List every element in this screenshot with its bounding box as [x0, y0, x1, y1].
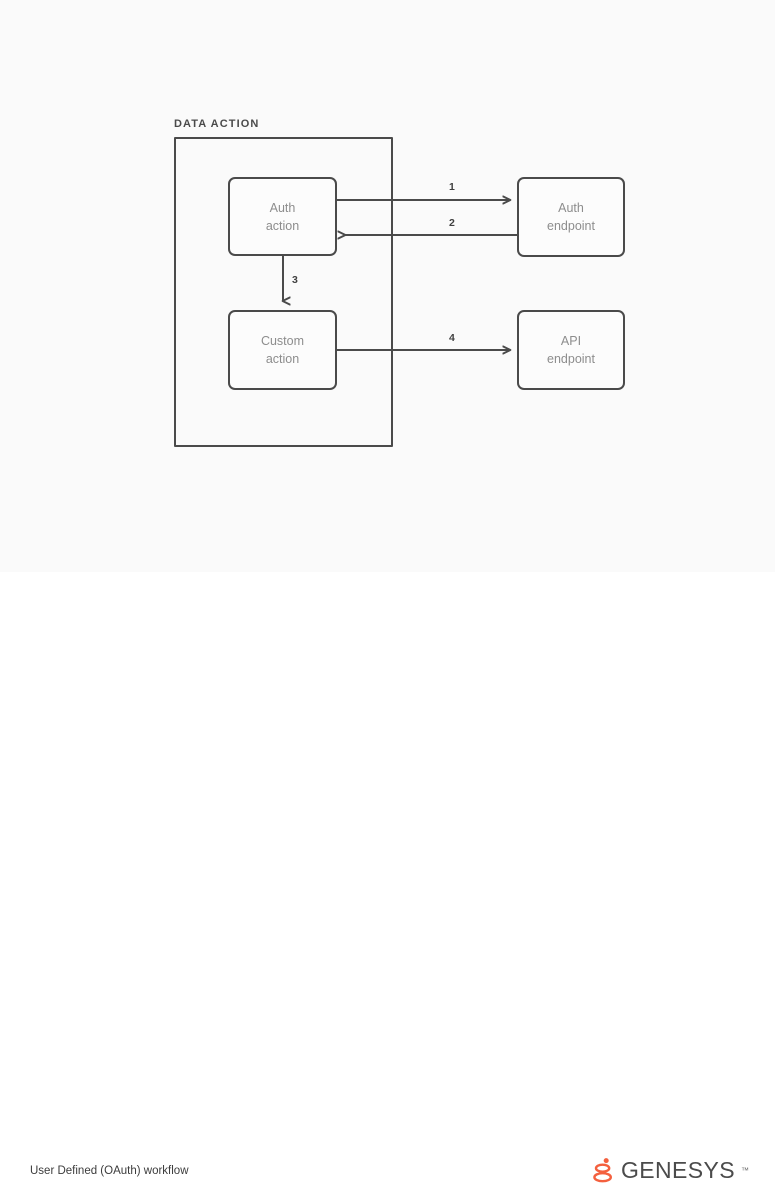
- node-auth-action[interactable]: Auth action: [228, 177, 337, 256]
- connector-4-label: 4: [449, 332, 455, 344]
- genesys-brand: GENESYS ™: [593, 1157, 749, 1183]
- node-custom-action[interactable]: Custom action: [228, 310, 337, 390]
- genesys-wordmark: GENESYS: [620, 1156, 735, 1183]
- data-action-group: [174, 137, 393, 447]
- node-auth-action-label: Auth action: [265, 200, 300, 233]
- footer-caption: User Defined (OAuth) workflow: [30, 1165, 189, 1177]
- genesys-trademark: ™: [741, 1165, 749, 1175]
- footer: User Defined (OAuth) workflow GENESYS ™: [0, 572, 775, 1183]
- node-auth-endpoint[interactable]: Auth endpoint: [517, 177, 625, 257]
- node-custom-action-label: Custom action: [260, 334, 305, 366]
- connector-layer: [0, 0, 517, 572]
- diagram-canvas: DATA ACTION Auth action Custom action Au…: [0, 0, 775, 572]
- genesys-logo-icon: [593, 1158, 612, 1183]
- connector-3-label: 3: [292, 274, 298, 286]
- connector-2-label: 2: [449, 217, 455, 229]
- node-auth-endpoint-label: Auth endpoint: [547, 201, 595, 233]
- data-action-group-label: DATA ACTION: [174, 118, 260, 130]
- node-api-endpoint[interactable]: API endpoint: [517, 310, 625, 390]
- connector-1-label: 1: [449, 181, 455, 193]
- node-api-endpoint-label: API endpoint: [547, 334, 595, 366]
